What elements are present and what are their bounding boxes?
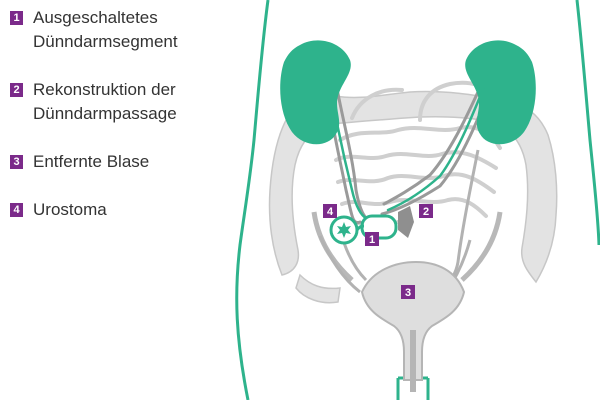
legend-label-1: Ausgeschaltetes Dünndarmsegment [33,8,178,51]
legend-item-3: 3 Entfernte Blase [10,150,223,174]
marker-2: 2 [419,204,433,218]
bowel-reconstruction [398,206,414,238]
marker-1-label: 1 [369,234,375,246]
legend-label-2: Rekonstruktion der Dünndarmpassage [33,80,177,123]
marker-3: 3 [401,285,415,299]
legend-badge-4: 4 [10,203,23,217]
marker-1: 1 [365,232,379,246]
legend-item-2: 2 Rekonstruktion der Dünndarmpassage [10,78,223,126]
legend-badge-3: 3 [10,155,23,169]
stoma-icon [337,222,351,238]
legend-badge-2: 2 [10,83,23,97]
right-kidney [465,40,536,145]
legend-item-4: 4 Urostoma [10,198,223,222]
ureter-green [326,70,492,220]
marker-2-label: 2 [423,206,429,218]
marker-4-label: 4 [327,206,334,218]
stoma-connection [355,224,365,231]
legend-label-3: Entfernte Blase [33,152,150,171]
left-kidney [280,40,351,145]
legend-label-4: Urostoma [33,200,107,219]
marker-3-label: 3 [405,287,411,299]
legend-item-1: 1 Ausgeschaltetes Dünndarmsegment [10,6,223,54]
legend-badge-1: 1 [10,11,23,25]
body-outline-right [575,0,600,246]
bladder [360,260,466,381]
body-outline-left [235,0,270,400]
marker-4: 4 [323,204,337,218]
